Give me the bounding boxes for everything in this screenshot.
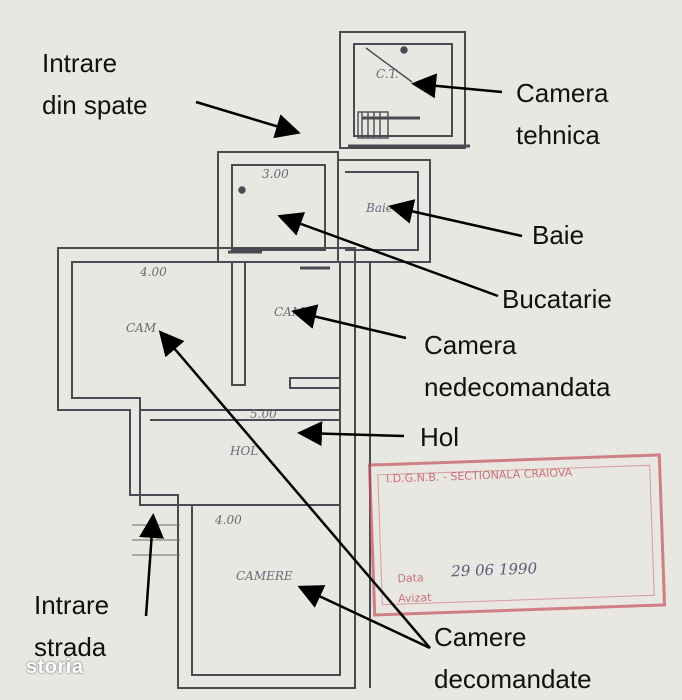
label-intrare-spate-line2: din spate: [42, 90, 148, 120]
arrow-camere-left: [158, 330, 431, 649]
label-camere-decomandate-line2: decomandate: [434, 664, 592, 694]
arrow-bucatarie: [277, 212, 499, 298]
plan-dim-400: 4.00: [139, 265, 167, 279]
label-hol: Hol: [420, 422, 460, 452]
plan-annotations: C.T. Baie CAM CAM HOL CAMERE 4.00 4.00 5…: [126, 67, 399, 583]
arrow-camera-tehnica: [411, 73, 503, 99]
stamp-date: 29 06 1990: [450, 559, 538, 580]
arrow-intrare-strada: [139, 513, 165, 617]
arrow-hol: [297, 421, 405, 447]
wall-hatching: [228, 116, 470, 270]
walls: [57, 31, 466, 689]
plan-camere: CAMERE: [236, 569, 293, 583]
label-camera-tehnica-line1: Camera: [516, 78, 609, 108]
arrows: [139, 73, 523, 650]
label-camera-nedecomandata-line1: Camera: [424, 330, 517, 360]
stamp-date-label: Data: [397, 571, 424, 585]
plan-ct: C.T.: [376, 67, 399, 81]
plan-cam-left: CAM: [126, 321, 157, 335]
label-camera-nedecomandata-line2: nedecomandata: [424, 372, 611, 402]
label-bucatarie: Bucatarie: [502, 284, 612, 314]
label-intrare-spate-line1: Intrare: [42, 48, 118, 78]
storia-logo: storia: [26, 656, 84, 678]
arrow-intrare-spate: [195, 100, 301, 139]
arrow-camere-bottom: [297, 585, 431, 650]
label-camere-decomandate-line1: Camere: [434, 622, 527, 652]
stamp-aviz-label: Avizat: [398, 591, 432, 605]
stairs: [238, 46, 413, 194]
plan-hol: HOL: [229, 444, 258, 458]
plan-dim-400b: 4.00: [214, 513, 242, 527]
plan-dim-300: 3.00: [262, 167, 289, 181]
label-intrare-strada-line2: strada: [34, 632, 107, 662]
arrow-camera-nedecomandata: [291, 304, 407, 340]
label-camera-tehnica-line2: tehnica: [516, 120, 600, 150]
label-intrare-strada-line1: Intrare: [34, 590, 110, 620]
label-baie: Baie: [532, 220, 585, 250]
plan-baie: Baie: [365, 201, 393, 215]
plan-dim-500: 5.00: [250, 407, 277, 421]
arrow-baie: [388, 199, 523, 238]
